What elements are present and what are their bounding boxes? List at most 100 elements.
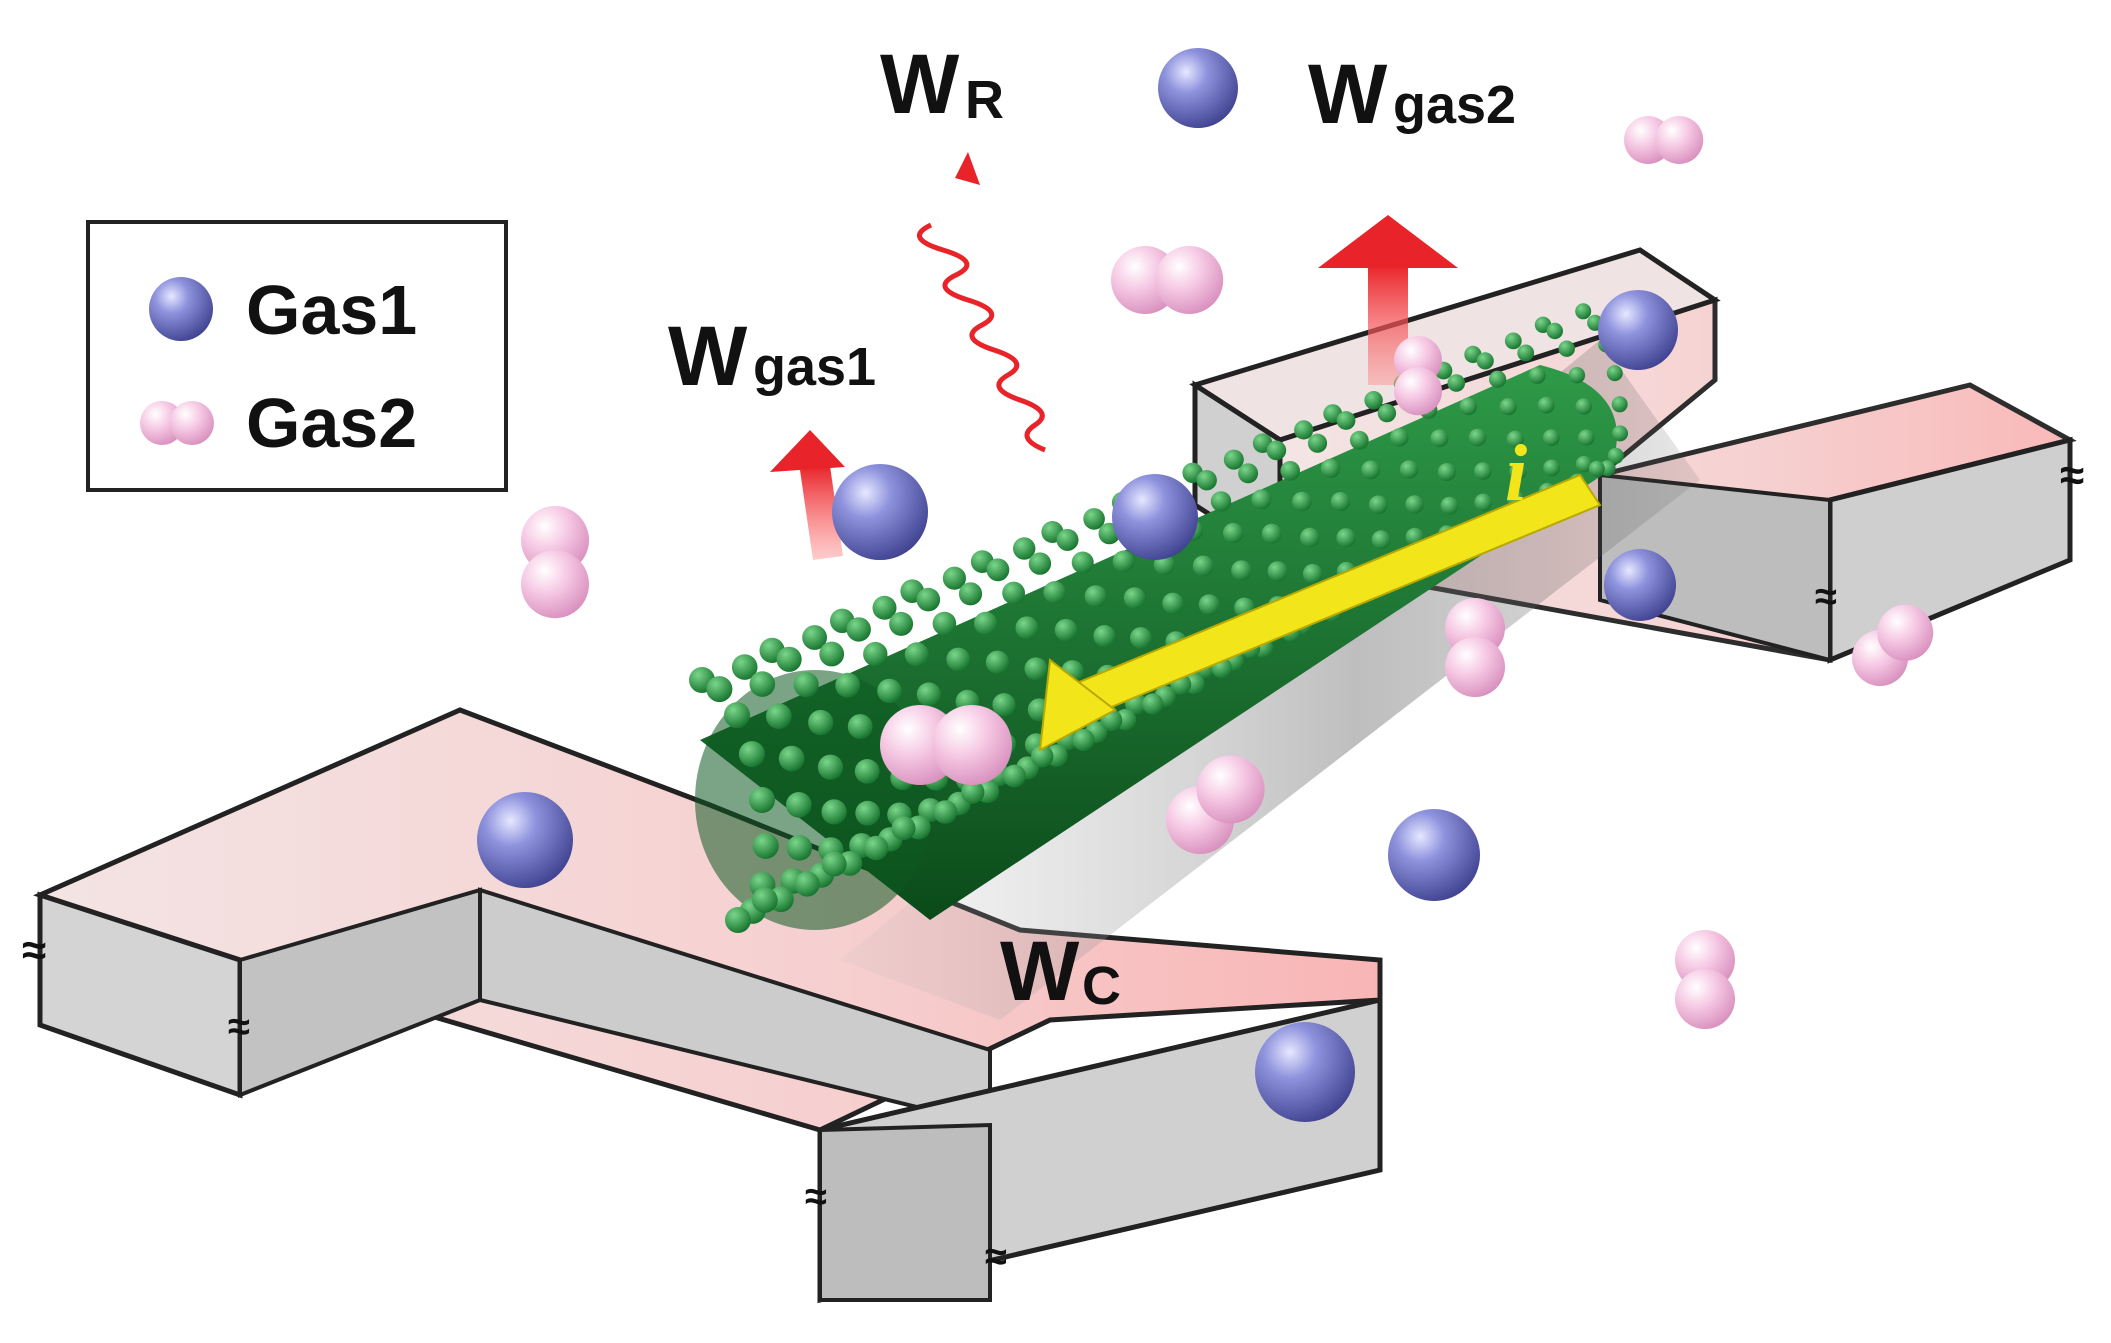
- carbon-atom: [1307, 433, 1328, 453]
- carbon-atom: [1390, 428, 1409, 447]
- carbon-atom: [854, 759, 880, 784]
- gas1-molecule-icon: [477, 792, 573, 888]
- carbon-atom: [835, 672, 861, 698]
- svg-text:gas2: gas2: [1393, 75, 1516, 135]
- gas2-molecule-icon: [1166, 755, 1265, 854]
- carbon-atom: [817, 754, 844, 780]
- current-label: i: [1505, 430, 1527, 518]
- gas2-molecule-icon: [521, 506, 589, 619]
- carbon-atom: [916, 587, 941, 612]
- carbon-atom: [1196, 470, 1217, 491]
- carbon-atom: [1489, 370, 1507, 388]
- carbon-atom: [1083, 508, 1105, 530]
- carbon-atom: [1093, 625, 1116, 647]
- carbon-atom: [1364, 391, 1383, 410]
- carbon-atom: [992, 693, 1016, 717]
- carbon-atom: [1517, 344, 1535, 362]
- carbon-atom: [1031, 745, 1054, 768]
- carbon-atom: [958, 582, 983, 606]
- carbon-atom: [904, 642, 929, 667]
- carbon-atom: [766, 703, 792, 729]
- gas2-molecules: [521, 116, 1934, 1029]
- gas1-molecule-icon: [1255, 1022, 1355, 1122]
- gas2-molecule-icon: [1675, 930, 1735, 1029]
- carbon-atom: [1476, 352, 1494, 370]
- carbon-atom: [863, 641, 888, 667]
- carbon-atom: [1509, 463, 1527, 481]
- break-mark-icon: ≈: [2060, 451, 2084, 500]
- carbon-atom: [855, 800, 881, 826]
- legend: Gas1 Gas2: [86, 220, 508, 492]
- carbon-atom: [846, 617, 871, 642]
- carbon-atom: [1162, 592, 1184, 614]
- carbon-atom: [1280, 461, 1300, 481]
- carbon-atom: [749, 787, 775, 813]
- carbon-atom: [1056, 528, 1079, 551]
- carbon-atom: [1499, 398, 1517, 416]
- gas2-atom: [1155, 246, 1224, 314]
- carbon-atom: [1568, 367, 1586, 384]
- legend-label-gas2: Gas2: [246, 384, 417, 462]
- carbon-atom: [1371, 530, 1391, 550]
- carbon-atom: [1251, 489, 1272, 510]
- carbon-atom: [1430, 429, 1449, 448]
- carbon-atom: [725, 907, 751, 933]
- carbon-atom: [1474, 462, 1492, 480]
- svg-text:C: C: [1082, 956, 1121, 1016]
- carbon-atom: [847, 714, 873, 739]
- carbon-atom: [793, 672, 819, 698]
- carbon-atom: [1575, 455, 1593, 473]
- carbon-atom: [1024, 657, 1048, 681]
- carbon-atom: [985, 650, 1010, 674]
- carbon-atom: [946, 647, 970, 672]
- carbon-atom: [738, 741, 765, 768]
- carbon-atom: [1210, 491, 1232, 512]
- gas1-molecule-icon: [1598, 290, 1678, 370]
- carbon-atom: [1575, 398, 1593, 415]
- carbon-atom: [1330, 492, 1350, 512]
- carbon-atom: [786, 835, 813, 861]
- carbon-atom: [933, 800, 958, 824]
- gas2-molecule-icon: [1624, 116, 1704, 164]
- gas2-molecule-icon: [1852, 604, 1934, 686]
- carbon-atom: [889, 611, 914, 636]
- carbon-atom: [1528, 367, 1546, 384]
- carbon-atom: [1072, 729, 1095, 751]
- carbon-atom: [1459, 397, 1478, 416]
- carbon-atom: [1399, 460, 1419, 479]
- carbon-atom: [1238, 463, 1259, 484]
- carbon-atom: [752, 887, 778, 913]
- carbon-atom: [1112, 550, 1135, 573]
- svg-text:W: W: [668, 309, 748, 403]
- carbon-atom: [1336, 411, 1356, 430]
- gas2-atom: [932, 705, 1012, 785]
- svg-text:W: W: [880, 37, 960, 131]
- carbon-atom: [1405, 495, 1424, 514]
- svg-text:W: W: [1000, 924, 1080, 1018]
- carbon-atom: [1611, 396, 1628, 413]
- carbon-atom: [872, 595, 897, 620]
- break-mark-icon: ≈: [1815, 575, 1837, 619]
- carbon-atom: [1607, 447, 1624, 464]
- gas2-molecule-icon: [1111, 246, 1224, 314]
- gas2-atom: [1394, 367, 1442, 416]
- label-w-gas1: W gas1: [668, 309, 876, 403]
- gas2-atom: [1877, 604, 1934, 661]
- carbon-atom: [1192, 555, 1214, 577]
- carbon-atom: [1606, 365, 1623, 382]
- break-mark-icon: ≈: [805, 1175, 827, 1219]
- radiation-wave-icon: [917, 152, 1046, 453]
- left-electrode: ≈ ≈ ≈ ≈: [22, 707, 1383, 1304]
- carbon-atom: [1575, 303, 1592, 320]
- carbon-atom: [731, 654, 758, 680]
- carbon-atom: [1546, 322, 1564, 340]
- current-arrow: [1038, 473, 1602, 752]
- legend-label-gas1: Gas1: [246, 271, 417, 349]
- gas2-atom: [521, 550, 589, 619]
- label-w-c: W C: [1000, 924, 1121, 1018]
- carbon-atom: [1447, 374, 1466, 392]
- gas2-atom: [1196, 755, 1265, 824]
- carbon-atom: [916, 682, 941, 707]
- carbon-atom: [794, 871, 820, 897]
